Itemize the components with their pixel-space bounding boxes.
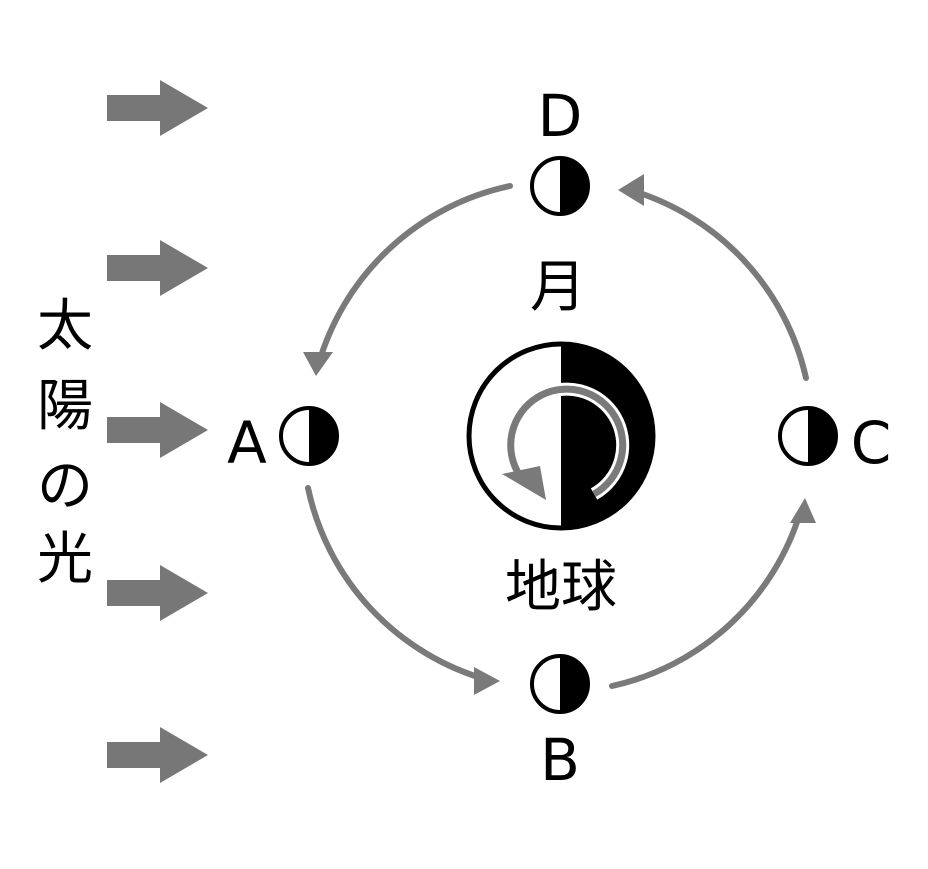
moon-c bbox=[778, 406, 838, 466]
orbit-arrowheads bbox=[303, 174, 816, 695]
earth-rotation-arrowhead bbox=[502, 466, 546, 500]
sunlight-char-2: 陽 bbox=[37, 374, 93, 439]
earth-outline bbox=[466, 341, 656, 531]
position-label-b: B bbox=[540, 726, 580, 794]
orbit-arc-a-to-b bbox=[305, 485, 491, 683]
earth-label: 地球 bbox=[505, 555, 617, 620]
orbit-arc-b-to-c bbox=[609, 510, 803, 689]
earth-dark-side bbox=[561, 344, 653, 528]
sunlight-char-3: の bbox=[37, 454, 93, 519]
moon-orbit bbox=[305, 183, 809, 689]
moon-b bbox=[530, 654, 590, 714]
orbit-arrowhead-c bbox=[790, 498, 816, 523]
sunlight-arrow-1 bbox=[107, 80, 208, 136]
sunlight-char-4: 光 bbox=[37, 527, 93, 592]
orbit-arrowhead-d bbox=[618, 174, 644, 206]
earth-rotation-arrow-core bbox=[507, 385, 627, 498]
sunlight-arrow-4 bbox=[107, 565, 208, 621]
orbit-arc-c-to-d bbox=[627, 187, 809, 381]
orbit-arc-d-to-a bbox=[315, 183, 513, 369]
position-label-a: A bbox=[227, 409, 267, 477]
moon-d bbox=[530, 156, 590, 216]
moon-a bbox=[279, 406, 339, 466]
orbit-arrowhead-a bbox=[303, 352, 333, 376]
sunlight-char-1: 太 bbox=[37, 294, 93, 359]
earth bbox=[466, 341, 656, 531]
moon-label: 月 bbox=[530, 255, 586, 320]
orbit-arrowhead-b bbox=[474, 667, 500, 695]
position-label-d: D bbox=[538, 82, 583, 150]
sunlight-arrow-5 bbox=[107, 727, 208, 783]
sunlight-label: 太 陽 の 光 bbox=[37, 294, 93, 592]
sunlight-arrow-2 bbox=[107, 240, 208, 296]
sunlight-arrows bbox=[107, 80, 208, 783]
sunlight-arrow-3 bbox=[107, 402, 208, 458]
position-label-c: C bbox=[851, 409, 892, 477]
